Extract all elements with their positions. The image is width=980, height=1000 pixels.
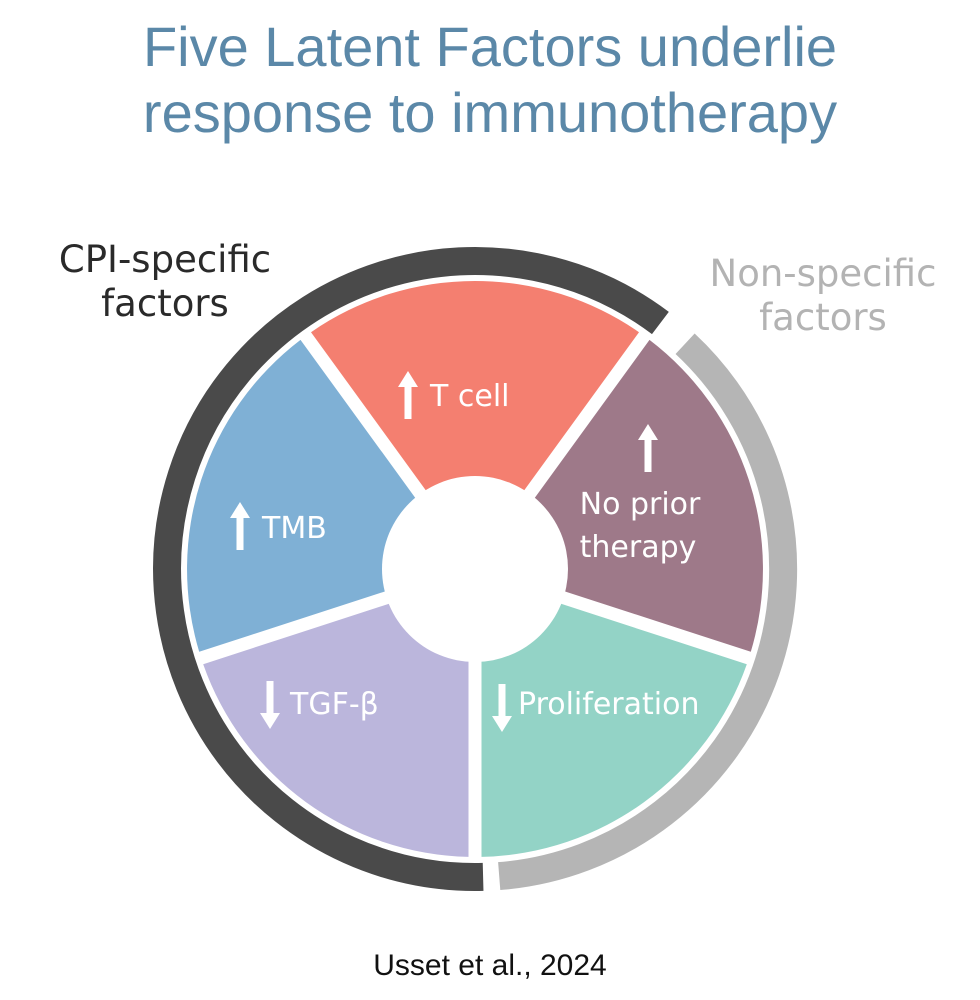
proliferation-label-group: Proliferation (492, 684, 699, 732)
no-prior-therapy-label-line-2: therapy (580, 530, 697, 565)
t-cell-label: T cell (429, 379, 509, 414)
down-arrow-icon (260, 681, 280, 729)
down-arrow-icon (492, 684, 512, 732)
center-hole (382, 476, 568, 662)
diagram-title: Five Latent Factors underlie response to… (0, 14, 980, 146)
tmb-label-group: TMB (230, 502, 327, 550)
tgf-beta-label: TGF-β (289, 687, 379, 722)
t-cell-label-group: T cell (398, 371, 509, 419)
cpi-specific-label: CPI-specific factors (58, 238, 272, 325)
tgf-beta-label-group: TGF-β (260, 681, 379, 729)
tmb-segment (187, 339, 422, 652)
proliferation-segment (481, 600, 747, 857)
non-specific-ring (498, 333, 798, 891)
proliferation-label: Proliferation (518, 687, 699, 722)
no-prior-therapy-segment (528, 339, 763, 652)
up-arrow-icon (230, 502, 250, 550)
non-specific-label: Non-specific factors (709, 252, 937, 339)
citation: Usset et al., 2024 (373, 949, 607, 982)
cpi-specific-ring (153, 247, 669, 891)
tmb-label: TMB (261, 511, 327, 546)
up-arrow-icon (638, 424, 658, 472)
tgf-beta-segment (203, 600, 469, 857)
t-cell-segment (311, 280, 639, 500)
no-prior-therapy-label-line-1: No prior (580, 487, 701, 522)
no-prior-therapy-label-group: No prior therapy (580, 424, 701, 565)
title-line-1: Five Latent Factors underlie (142, 15, 838, 78)
title-line-2: response to immunotherapy (142, 81, 838, 144)
up-arrow-icon (398, 371, 418, 419)
